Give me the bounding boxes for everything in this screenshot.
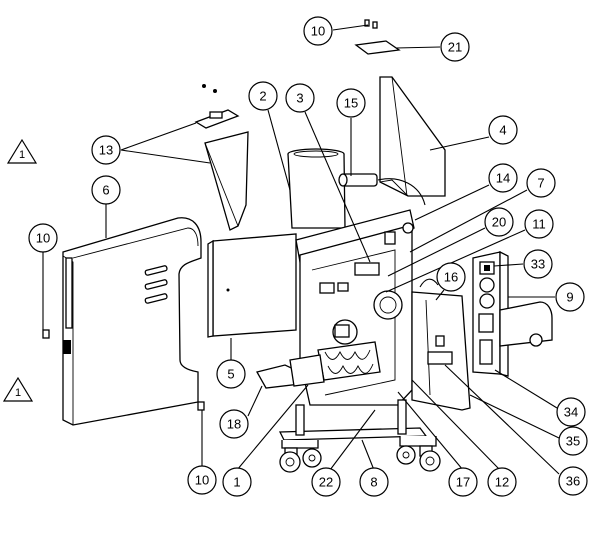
cart-frame (278, 399, 441, 473)
svg-text:16: 16 (444, 270, 458, 285)
warning-triangle-icon: 1 (6, 138, 38, 164)
callout-10-bottom: 10 (187, 465, 217, 495)
hopper-cylinder (287, 148, 346, 229)
bracket (194, 109, 249, 231)
callout-8: 8 (359, 467, 389, 497)
electrical-panel (207, 233, 297, 338)
main-chassis (295, 209, 415, 406)
svg-text:3: 3 (296, 91, 303, 106)
svg-text:17: 17 (456, 475, 470, 490)
svg-text:5: 5 (227, 367, 234, 382)
callouts: 10 21 2 3 15 4 13 6 (28, 16, 588, 497)
svg-text:10: 10 (195, 473, 209, 488)
callout-6: 6 (91, 175, 121, 205)
svg-text:1: 1 (233, 475, 240, 490)
callout-4: 4 (488, 115, 518, 145)
callout-18: 18 (219, 409, 249, 439)
svg-text:13: 13 (99, 143, 113, 158)
svg-text:10: 10 (36, 231, 50, 246)
callout-20: 20 (484, 207, 514, 237)
callout-15: 15 (336, 88, 366, 118)
warning-triangle-icon: 1 (2, 376, 34, 402)
callout-34: 34 (556, 397, 586, 427)
svg-text:7: 7 (537, 176, 544, 191)
callout-10-left: 10 (28, 223, 58, 253)
callout-22: 22 (311, 467, 341, 497)
callout-14: 14 (488, 163, 518, 193)
svg-text:34: 34 (564, 405, 578, 420)
small-screws (202, 84, 217, 93)
callout-7: 7 (526, 168, 556, 198)
svg-text:22: 22 (319, 475, 333, 490)
hopper-cover (379, 76, 446, 197)
warning-triangles: 1 1 (2, 138, 38, 402)
svg-text:12: 12 (495, 475, 509, 490)
control-box (472, 250, 553, 377)
callout-36: 36 (558, 466, 588, 496)
callout-11: 11 (524, 209, 554, 239)
callout-17: 17 (448, 467, 478, 497)
callout-3: 3 (285, 83, 315, 113)
svg-text:11: 11 (532, 217, 546, 232)
callout-2: 2 (248, 81, 278, 111)
svg-text:33: 33 (531, 257, 545, 272)
svg-text:14: 14 (496, 171, 510, 186)
svg-text:35: 35 (566, 434, 580, 449)
callout-21: 21 (440, 32, 470, 62)
callout-13: 13 (91, 135, 121, 165)
svg-text:10: 10 (311, 24, 325, 39)
side-cover (42, 217, 205, 426)
callout-10-top: 10 (303, 16, 333, 46)
callout-9: 9 (555, 282, 585, 312)
handle (338, 173, 426, 206)
svg-text:8: 8 (370, 475, 377, 490)
callout-12: 12 (487, 467, 517, 497)
svg-text:2: 2 (259, 89, 266, 104)
svg-text:6: 6 (102, 183, 109, 198)
callout-5: 5 (216, 359, 246, 389)
callout-35: 35 (558, 426, 588, 456)
svg-text:1: 1 (19, 149, 25, 161)
svg-text:9: 9 (566, 290, 573, 305)
callout-33: 33 (523, 249, 553, 279)
svg-text:4: 4 (499, 123, 506, 138)
callout-1: 1 (222, 467, 252, 497)
svg-text:36: 36 (566, 474, 580, 489)
svg-text:20: 20 (492, 215, 506, 230)
svg-text:18: 18 (227, 417, 241, 432)
callout-16: 16 (436, 262, 466, 292)
leader-lines (42, 24, 560, 475)
access-door (411, 278, 471, 411)
svg-text:1: 1 (15, 387, 21, 399)
svg-text:15: 15 (344, 96, 358, 111)
svg-text:21: 21 (448, 40, 462, 55)
foot-pedal (256, 354, 325, 389)
top-plate (354, 19, 401, 55)
